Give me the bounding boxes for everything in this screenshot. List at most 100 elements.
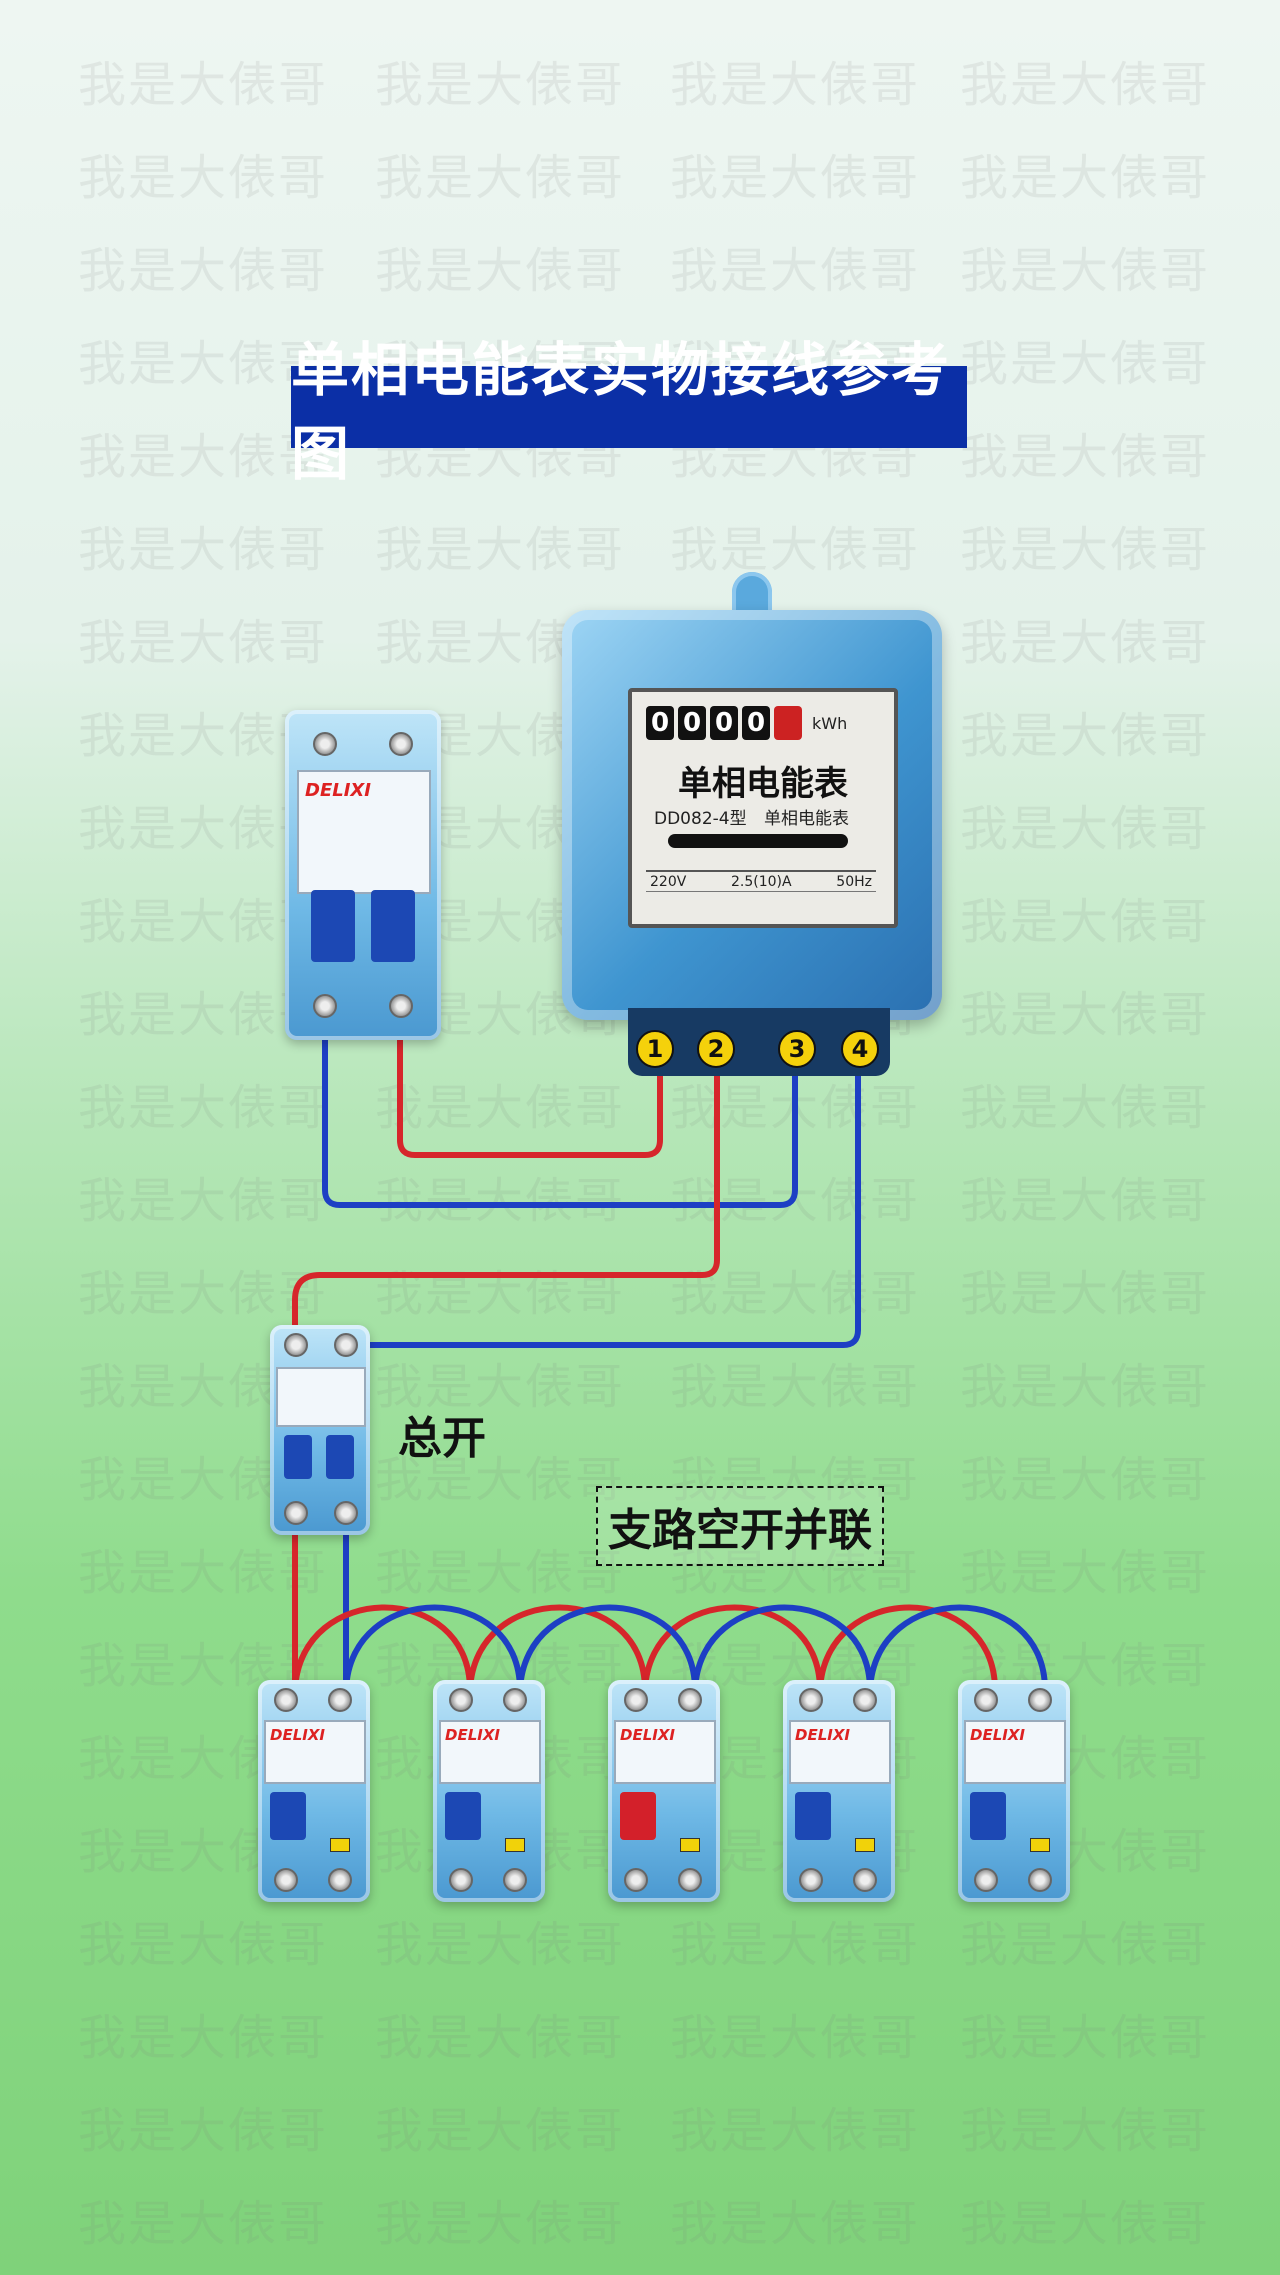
screw-icon	[284, 1501, 308, 1525]
breaker-shell	[958, 1680, 1070, 1902]
test-button	[855, 1838, 875, 1852]
branch-breaker: DELIXI	[258, 1680, 370, 1902]
counter-digit: 0	[710, 706, 738, 740]
wire-branch-live-2	[467, 1604, 648, 1693]
screw-icon	[1028, 1688, 1052, 1712]
meter-face: 0 0 0 0 kWh 单相电能表 DD082-4型 单相电能表 220V 2.…	[628, 688, 898, 928]
screw-icon	[1028, 1868, 1052, 1892]
screw-icon	[328, 1688, 352, 1712]
breaker-handle	[270, 1792, 306, 1840]
meter-terminal-block: 1 2 3 4	[628, 1008, 890, 1076]
counter-digit: 0	[646, 706, 674, 740]
screw-icon	[678, 1868, 702, 1892]
meter-subtitle: 单相电能表	[764, 809, 849, 829]
screw-icon	[389, 732, 413, 756]
terminal-marker-3: 3	[778, 1030, 816, 1068]
meter-spec-voltage: 220V	[650, 874, 687, 890]
screw-icon	[449, 1868, 473, 1892]
screw-icon	[503, 1868, 527, 1892]
meter-counter: 0 0 0 0 kWh	[646, 706, 847, 740]
brand-logo: DELIXI	[305, 780, 371, 801]
test-button	[330, 1838, 350, 1852]
screw-icon	[853, 1868, 877, 1892]
terminal-marker-2: 2	[697, 1030, 735, 1068]
wire-branch-neutral-3	[692, 1604, 873, 1693]
breaker-label-plate: DELIXI	[789, 1720, 891, 1784]
screw-icon	[449, 1688, 473, 1712]
test-button	[1030, 1838, 1050, 1852]
breaker-handle	[311, 890, 355, 962]
breaker-shell	[433, 1680, 545, 1902]
branch-label: 支路空开并联	[608, 1505, 872, 1556]
terminal-marker-4: 4	[841, 1030, 879, 1068]
breaker-shell	[258, 1680, 370, 1902]
counter-unit: kWh	[812, 713, 848, 733]
brand-logo: DELIXI	[970, 1726, 1025, 1744]
wire-branch-live-4	[817, 1604, 998, 1693]
meter-spec-row: 220V 2.5(10)A 50Hz	[646, 870, 876, 892]
meter-name: 单相电能表	[678, 764, 848, 804]
screw-icon	[313, 994, 337, 1018]
test-button	[680, 1838, 700, 1852]
main-switch-breaker	[270, 1325, 370, 1535]
screw-icon	[974, 1688, 998, 1712]
branch-label-box: 支路空开并联	[596, 1486, 884, 1566]
screw-icon	[334, 1501, 358, 1525]
breaker-label-plate: DELIXI	[264, 1720, 366, 1784]
screw-icon	[799, 1868, 823, 1892]
breaker-label-plate: DELIXI	[964, 1720, 1066, 1784]
brand-logo: DELIXI	[270, 1726, 325, 1744]
breaker-handle	[620, 1792, 656, 1840]
screw-icon	[503, 1688, 527, 1712]
breaker-handle	[445, 1792, 481, 1840]
brand-logo: DELIXI	[795, 1726, 850, 1744]
branch-breaker: DELIXI	[783, 1680, 895, 1902]
screw-icon	[678, 1688, 702, 1712]
test-button	[505, 1838, 525, 1852]
screw-icon	[974, 1868, 998, 1892]
wire-branch-neutral-4	[867, 1604, 1048, 1693]
wire-neutral-in	[322, 1012, 798, 1208]
breaker-handle	[970, 1792, 1006, 1840]
brand-logo: DELIXI	[445, 1726, 500, 1744]
screw-icon	[313, 732, 337, 756]
screw-icon	[389, 994, 413, 1018]
breaker-label-plate: DELIXI	[614, 1720, 716, 1784]
meter-disc-window	[668, 834, 848, 848]
wire-branch-live-3	[642, 1604, 823, 1693]
breaker-label-plate: DELIXI	[439, 1720, 541, 1784]
branch-breaker: DELIXI	[608, 1680, 720, 1902]
wire-branch-neutral-1	[343, 1604, 523, 1693]
meter-model: DD082-4型	[654, 809, 747, 829]
incoming-breaker: DELIXI	[285, 710, 441, 1040]
screw-icon	[799, 1688, 823, 1712]
screw-icon	[334, 1333, 358, 1357]
breaker-shell	[783, 1680, 895, 1902]
wire-branch-neutral-2	[517, 1604, 698, 1693]
brand-logo: DELIXI	[620, 1726, 675, 1744]
screw-icon	[274, 1688, 298, 1712]
wire-live-in	[397, 1012, 663, 1158]
branch-breaker: DELIXI	[433, 1680, 545, 1902]
wire-live-out	[292, 1042, 720, 1348]
breaker-shell	[608, 1680, 720, 1902]
screw-icon	[624, 1868, 648, 1892]
counter-digit: 0	[678, 706, 706, 740]
breaker-handle	[326, 1435, 354, 1479]
breaker-handle	[795, 1792, 831, 1840]
wire-branch-live-1	[292, 1604, 473, 1693]
meter-spec-frequency: 50Hz	[836, 874, 872, 890]
screw-icon	[624, 1688, 648, 1712]
screw-icon	[284, 1333, 308, 1357]
breaker-handle	[371, 890, 415, 962]
screw-icon	[328, 1868, 352, 1892]
breaker-label-plate	[276, 1367, 366, 1427]
screw-icon	[274, 1868, 298, 1892]
wire-neutral-out	[343, 1042, 861, 1348]
screw-icon	[853, 1688, 877, 1712]
meter-spec-current: 2.5(10)A	[731, 874, 792, 890]
counter-decimal-digit	[774, 706, 802, 740]
energy-meter: 0 0 0 0 kWh 单相电能表 DD082-4型 单相电能表 220V 2.…	[562, 572, 942, 1080]
counter-digit: 0	[742, 706, 770, 740]
